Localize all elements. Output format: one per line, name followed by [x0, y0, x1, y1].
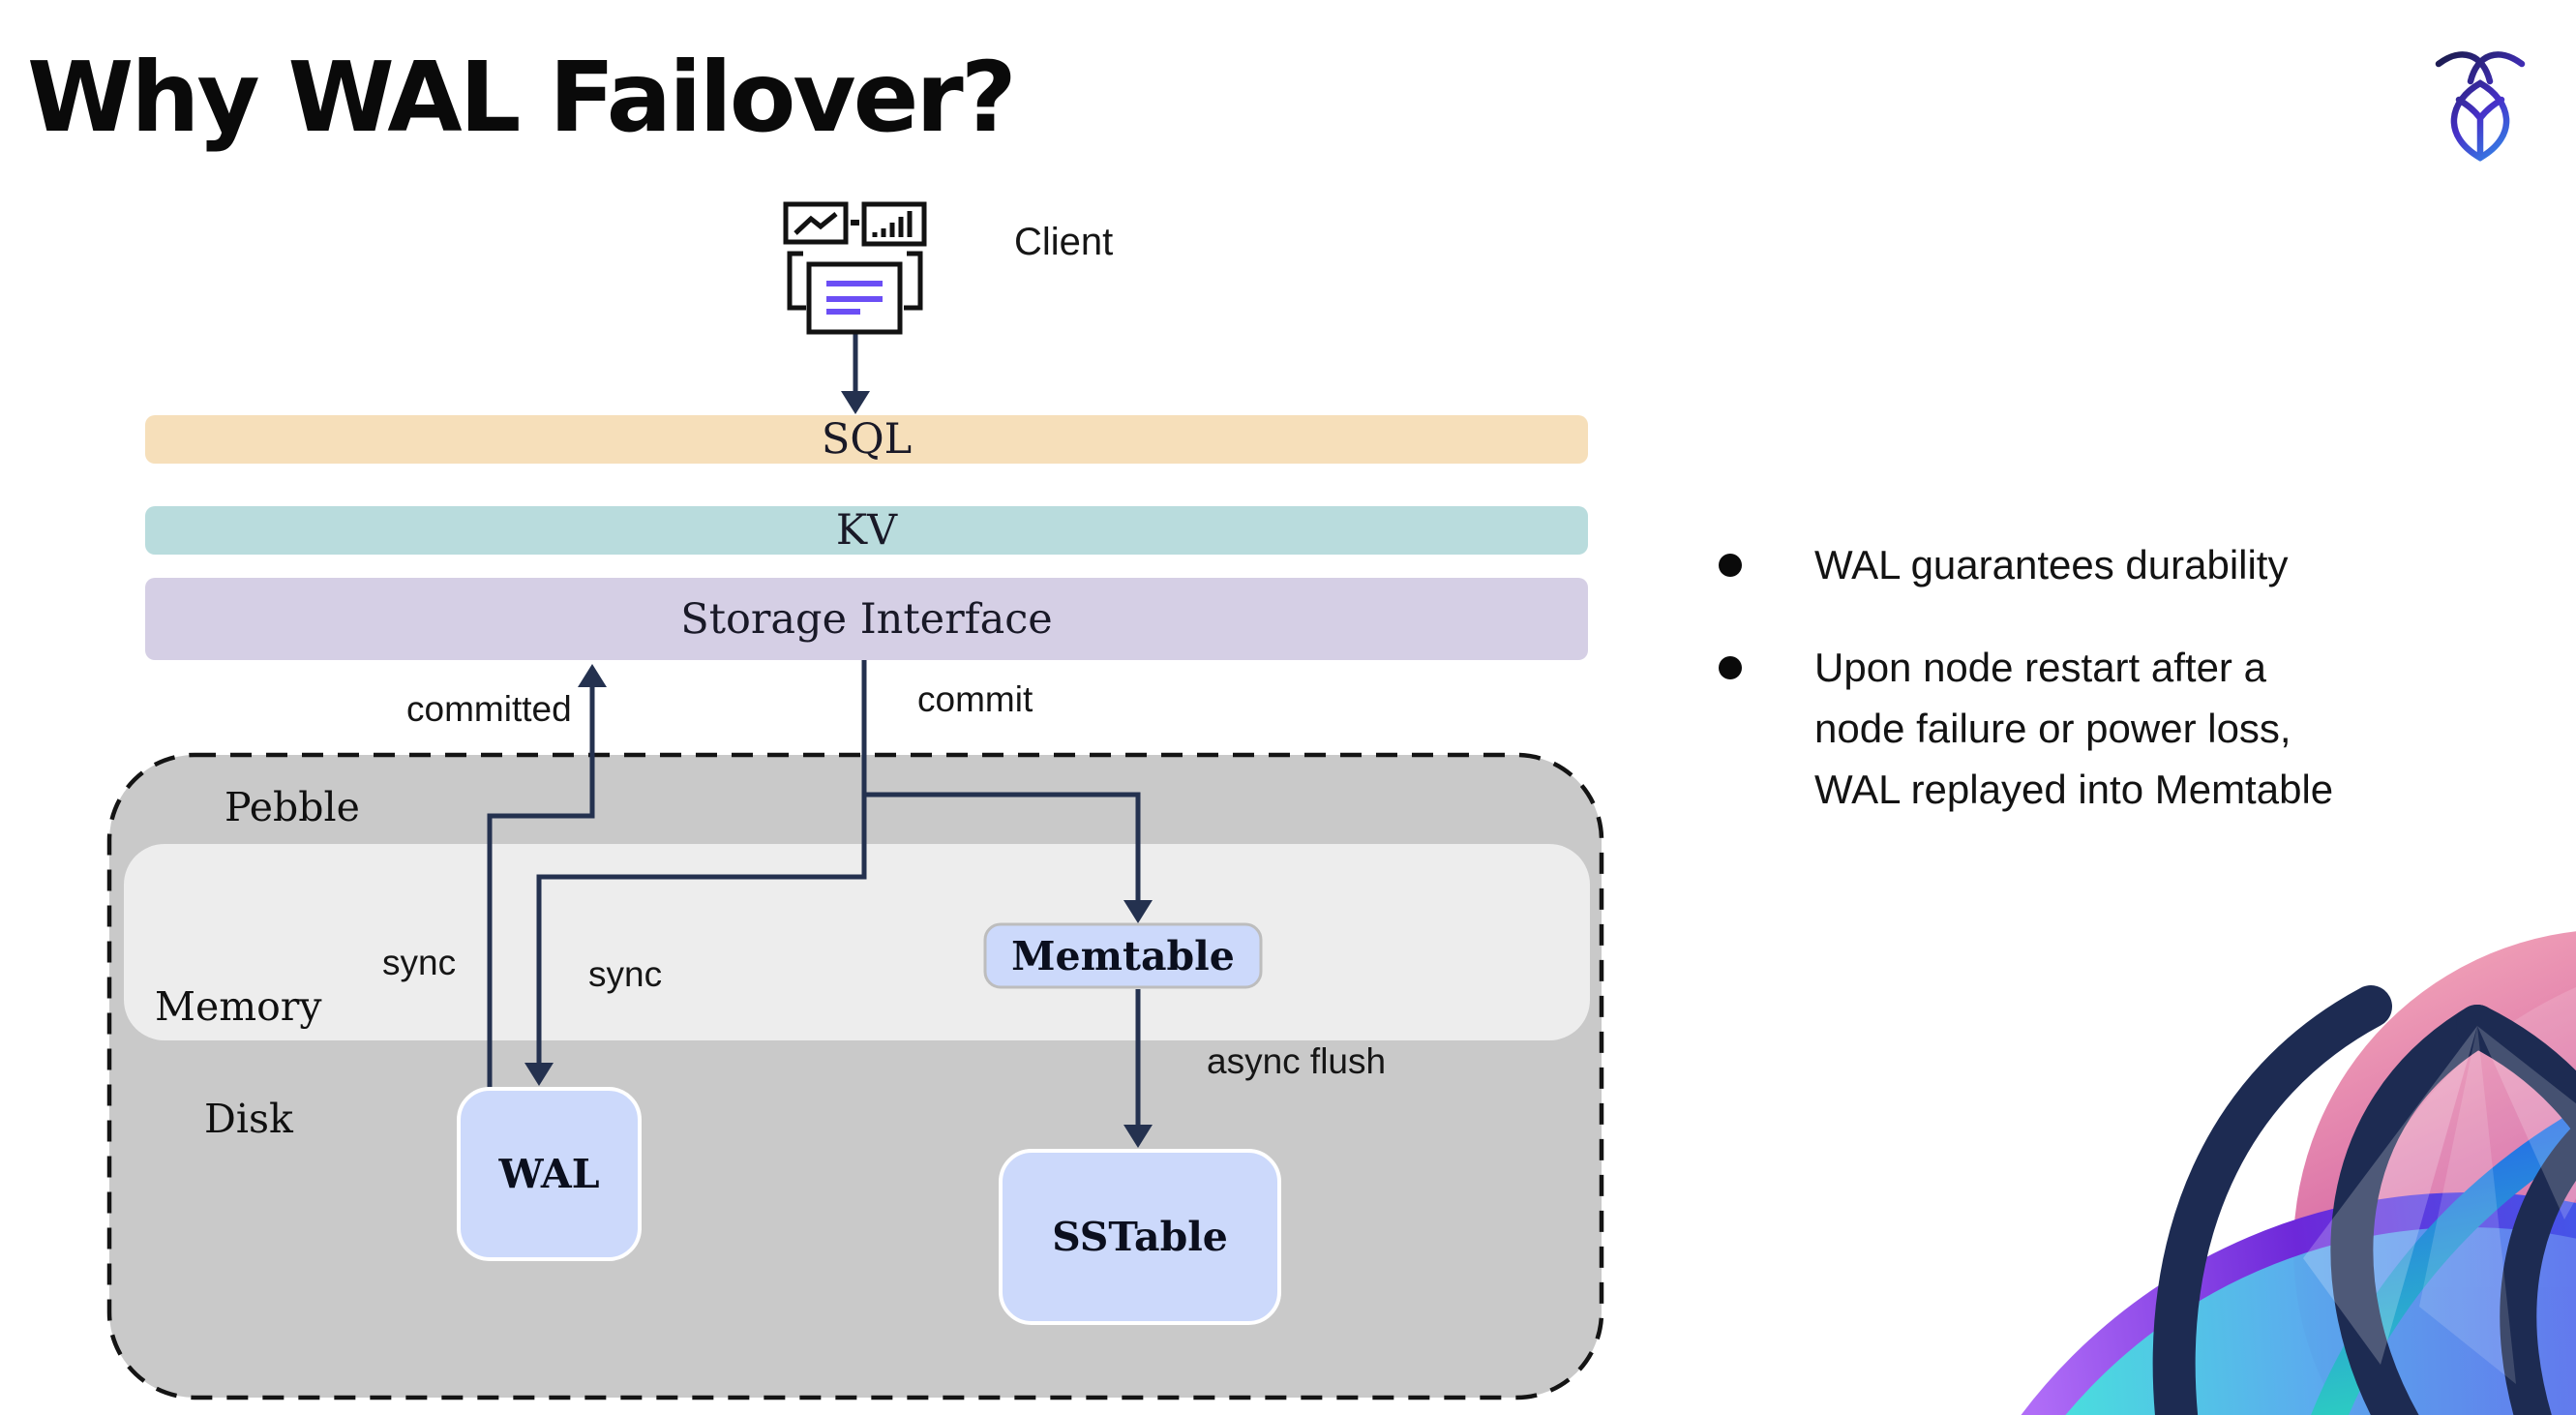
edge-arrowheads — [524, 391, 1153, 1148]
edge-label-async-flush: async flush — [1207, 1041, 1387, 1081]
layer-bar-sql: SQL — [145, 415, 1588, 464]
cockroachdb-logo — [2435, 51, 2526, 162]
edge-arrows — [487, 333, 1141, 1127]
page-title: Why WAL Failover? — [27, 41, 1017, 154]
disk-label: Disk — [204, 1096, 293, 1142]
wal-node-label: WAL — [498, 1151, 600, 1197]
memtable-node-label: Memtable — [1011, 932, 1235, 979]
edge-commit-to-memtable — [864, 792, 1141, 902]
bullet-dot — [1719, 656, 1742, 679]
brand-artwork — [2021, 931, 2576, 1415]
client-dashboard-icon — [783, 201, 927, 335]
node-boxes — [457, 922, 1281, 1325]
layer-label-kv: KV — [835, 506, 898, 555]
sstable-box — [999, 1149, 1281, 1325]
edge-label-commit: commit — [917, 679, 1033, 719]
bullet-text: WAL guarantees durability — [1814, 542, 2289, 587]
edge-commit-sync — [536, 660, 867, 1065]
sstable-node-label: SSTable — [1052, 1214, 1228, 1260]
list-item: WAL guarantees durability — [1715, 534, 2518, 595]
memory-label: Memory — [155, 983, 322, 1030]
bullet-list: WAL guarantees durability Upon node rest… — [1715, 534, 2518, 820]
layer-bar-storage-interface: Storage Interface — [145, 578, 1588, 660]
client-label: Client — [1014, 221, 1114, 263]
wal-box — [457, 1087, 642, 1261]
edge-label-sync-left: sync — [382, 943, 457, 982]
layer-label-storage-interface: Storage Interface — [680, 594, 1053, 644]
memtable-box — [983, 922, 1263, 989]
edge-label-committed: committed — [406, 689, 572, 729]
list-item: Upon node restart after a node failure o… — [1715, 637, 2518, 820]
pebble-label: Pebble — [225, 784, 360, 830]
edge-label-sync-right: sync — [588, 954, 663, 994]
bullet-dot — [1719, 554, 1742, 577]
edge-committed — [487, 685, 595, 1089]
layer-bar-kv: KV — [145, 506, 1588, 555]
layer-label-sql: SQL — [821, 415, 913, 464]
memory-region — [124, 844, 1590, 1040]
bullet-text: Upon node restart after a node failure o… — [1814, 645, 2334, 812]
